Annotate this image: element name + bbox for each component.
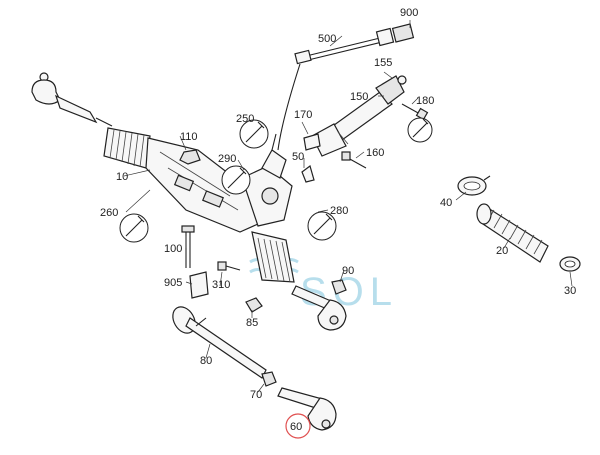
label-10: 10 bbox=[116, 171, 128, 183]
label-85: 85 bbox=[246, 317, 258, 329]
intermediate-shaft-150 bbox=[311, 75, 407, 157]
label-155: 155 bbox=[374, 57, 392, 69]
label-70: 70 bbox=[250, 389, 262, 401]
clamp-40 bbox=[457, 175, 491, 196]
label-290: 290 bbox=[218, 153, 236, 165]
steering-rack-housing bbox=[103, 127, 295, 283]
clamp-30 bbox=[559, 256, 581, 272]
label-150: 150 bbox=[350, 91, 368, 103]
bolt-160 bbox=[341, 151, 367, 169]
bracket-905 bbox=[189, 271, 209, 299]
callout-labels: 900 500 155 150 180 250 170 110 160 50 2… bbox=[100, 7, 576, 433]
label-160: 160 bbox=[366, 147, 384, 159]
label-170: 170 bbox=[294, 109, 312, 121]
label-180: 180 bbox=[416, 95, 434, 107]
wrench-icon bbox=[221, 165, 251, 195]
label-280: 280 bbox=[330, 205, 348, 217]
bolt-180 bbox=[401, 103, 429, 121]
label-110: 110 bbox=[180, 131, 198, 143]
label-60: 60 bbox=[290, 421, 302, 433]
connector-900 bbox=[375, 23, 415, 47]
label-50: 50 bbox=[292, 151, 304, 163]
nut-70 bbox=[261, 371, 277, 387]
tie-rod-end-left bbox=[31, 72, 113, 127]
bolt-310 bbox=[217, 261, 241, 271]
watermark: SOL bbox=[249, 258, 398, 314]
label-20: 20 bbox=[496, 245, 508, 257]
leader-lines bbox=[123, 20, 573, 393]
wrench-icon bbox=[119, 213, 149, 243]
nut-110 bbox=[179, 149, 201, 165]
bellow-20 bbox=[476, 203, 549, 263]
label-80: 80 bbox=[200, 355, 212, 367]
hose-500 bbox=[277, 37, 383, 151]
nut-85 bbox=[245, 297, 263, 313]
nut-90 bbox=[331, 279, 347, 295]
label-260: 260 bbox=[100, 207, 118, 219]
bolt-100 bbox=[181, 225, 195, 268]
watermark-text: SOL bbox=[300, 270, 398, 314]
wrench-icon bbox=[407, 117, 433, 143]
label-100: 100 bbox=[164, 243, 182, 255]
label-30: 30 bbox=[564, 285, 576, 297]
bracket-50 bbox=[301, 164, 315, 183]
label-250: 250 bbox=[236, 113, 254, 125]
tie-rod-end-right bbox=[291, 285, 347, 331]
label-40: 40 bbox=[440, 197, 452, 209]
seal-170 bbox=[303, 133, 321, 151]
wrench-icon bbox=[307, 211, 337, 241]
tie-rod-end-60 bbox=[277, 387, 337, 431]
label-905: 905 bbox=[164, 277, 182, 289]
label-310: 310 bbox=[212, 279, 230, 291]
wrench-icon bbox=[239, 119, 269, 149]
inner-tie-rod-80 bbox=[172, 306, 267, 379]
highlight-circle bbox=[285, 413, 311, 439]
label-900: 900 bbox=[400, 7, 418, 19]
label-500: 500 bbox=[318, 33, 336, 45]
label-90: 90 bbox=[342, 265, 354, 277]
